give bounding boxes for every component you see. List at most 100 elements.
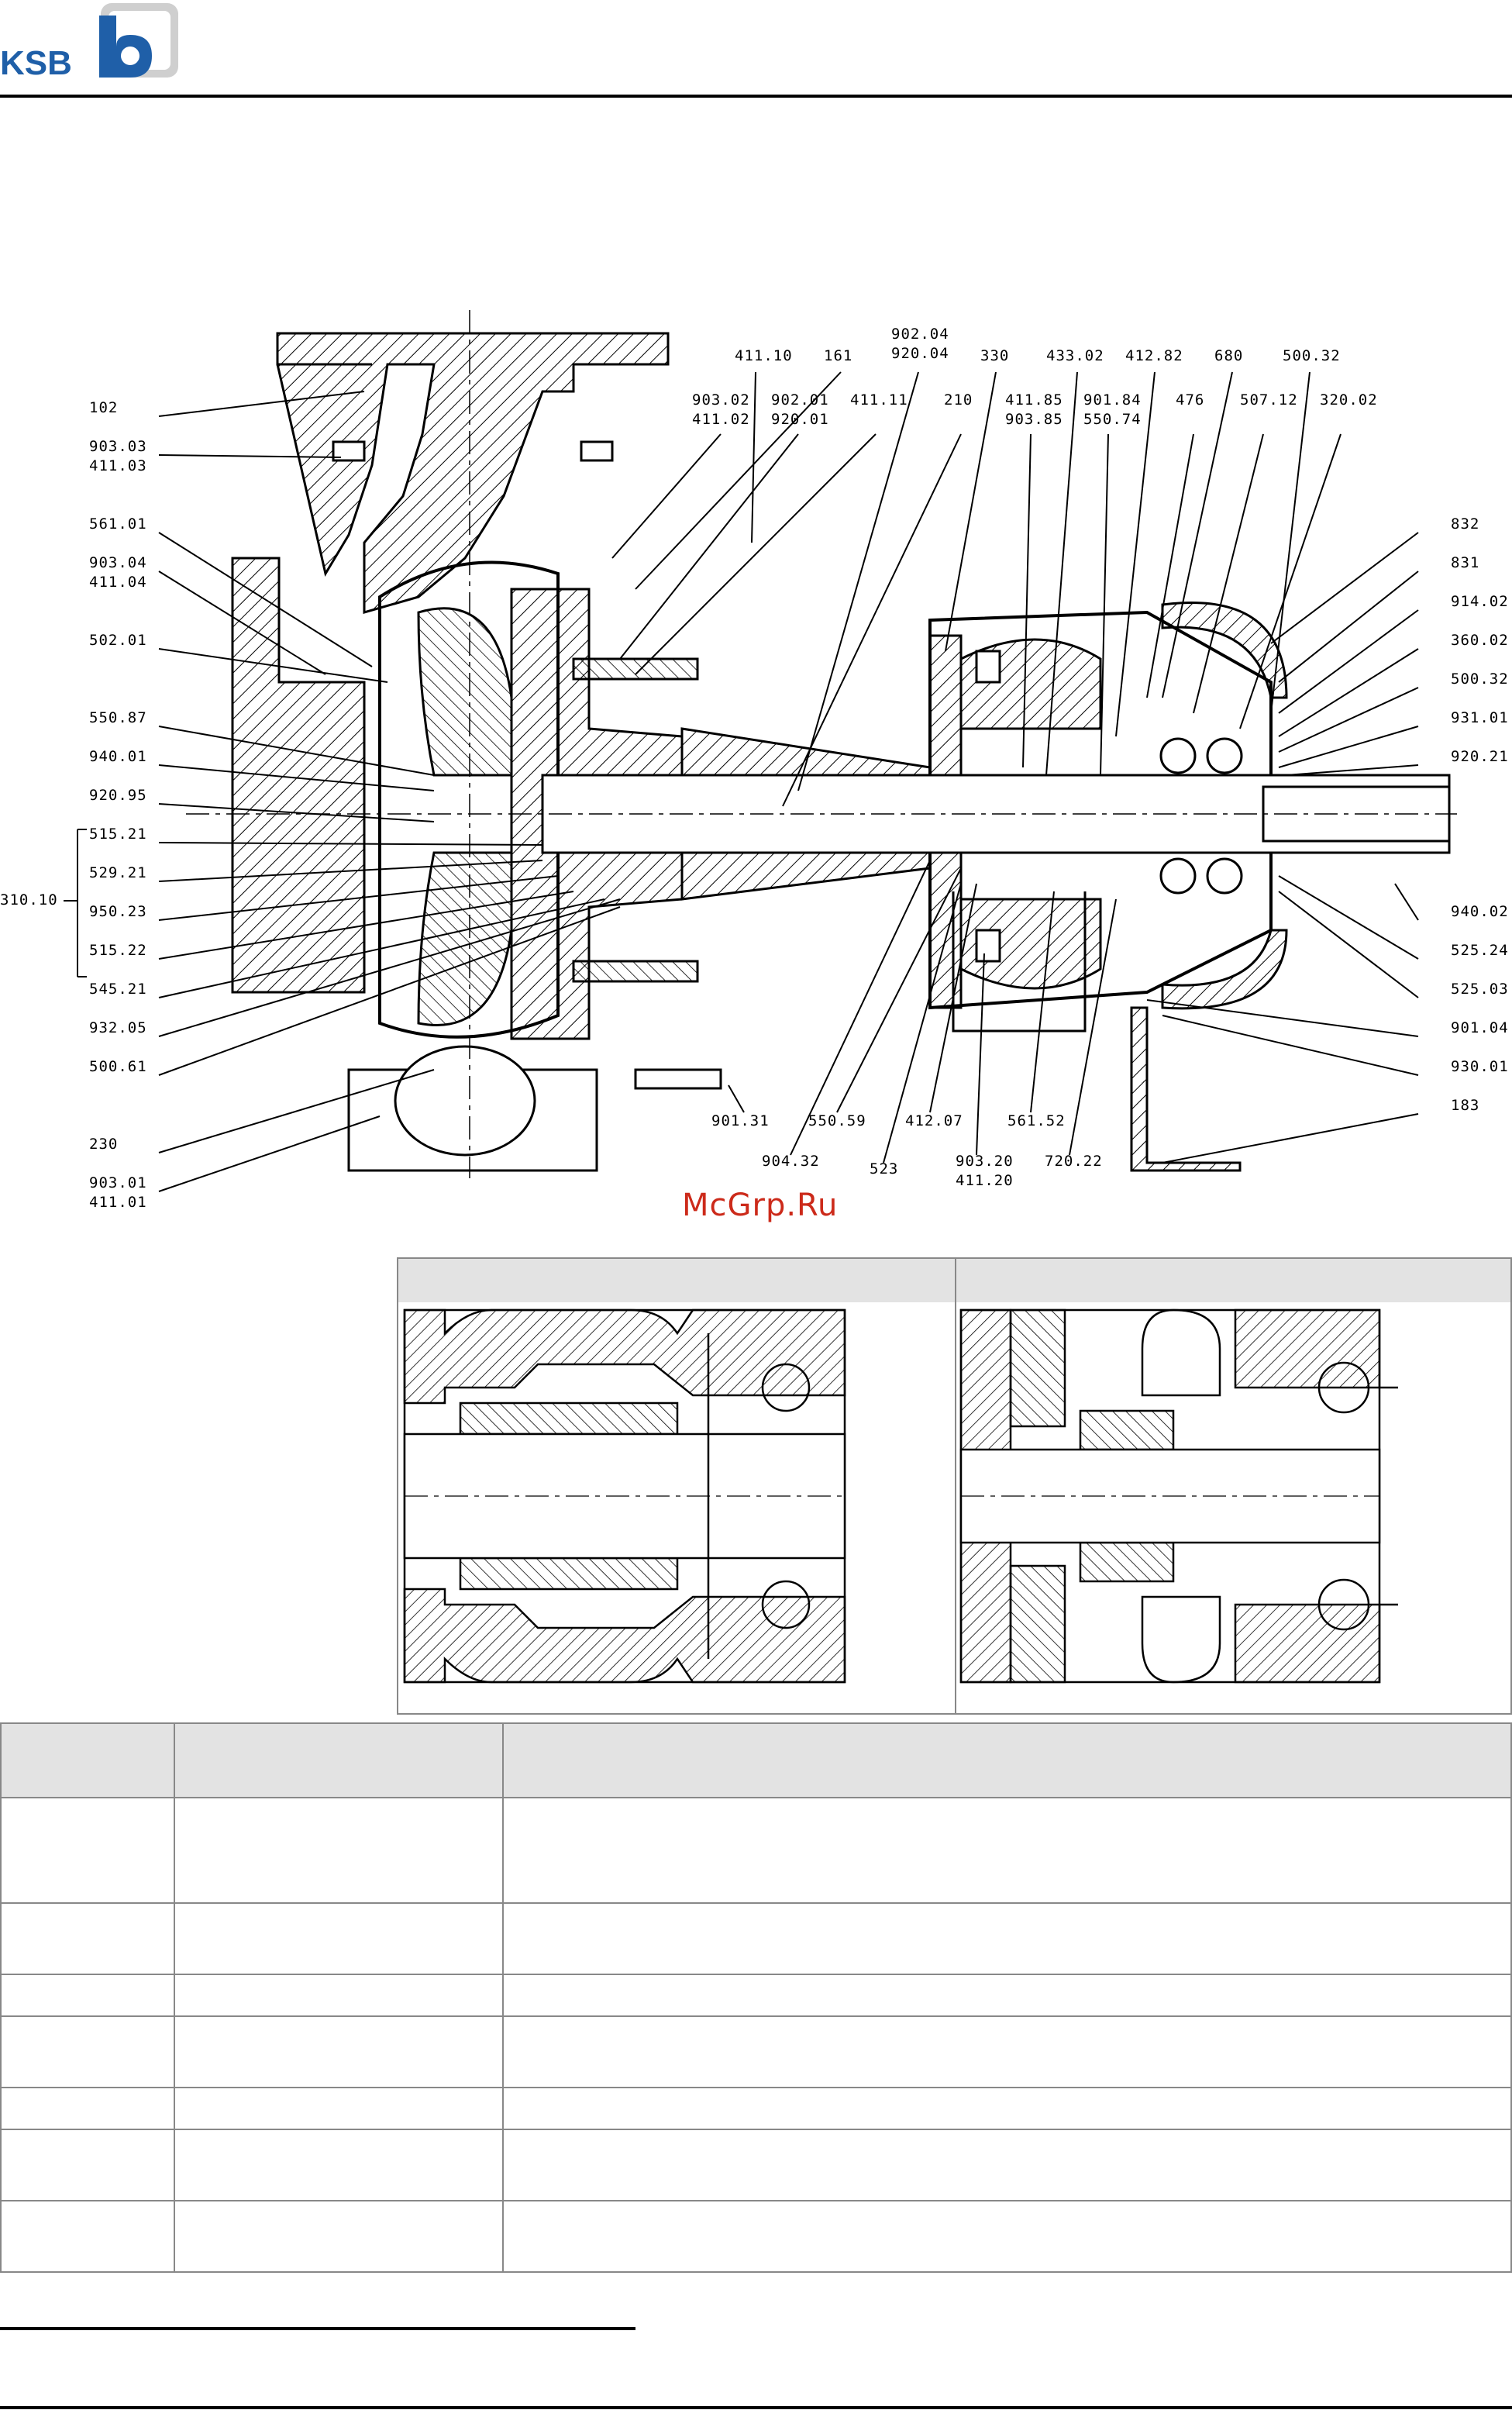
table-cell (502, 1797, 1512, 1904)
table-cell (502, 2015, 1512, 2088)
part-label: 500.61 (89, 1058, 147, 1075)
part-label: 680 (1214, 347, 1244, 364)
part-label: 561.01 (89, 515, 147, 533)
part-label: 161 (824, 347, 853, 364)
part-label: 525.03 (1451, 981, 1509, 998)
part-label: 210 (944, 391, 973, 409)
part-label: 904.32 (762, 1153, 820, 1170)
table-cell (502, 2200, 1512, 2273)
table-cell (174, 1902, 504, 1975)
part-label: 920.95 (89, 787, 147, 804)
table-header-cell (502, 1722, 1512, 1798)
pump-drawing-svg (64, 310, 1457, 1192)
part-label: 525.24 (1451, 942, 1509, 959)
part-label: 903.02 (692, 391, 750, 409)
part-label: 412.82 (1125, 347, 1183, 364)
part-label: 901.04 (1451, 1019, 1509, 1036)
part-label: 183 (1451, 1097, 1480, 1114)
detail-header-right (956, 1259, 1510, 1302)
part-label: 831 (1451, 554, 1480, 571)
part-label: 720.22 (1045, 1153, 1103, 1170)
part-label: 411.01 (89, 1194, 147, 1211)
ksb-logo-mark: KSB (0, 3, 178, 82)
part-label: 920.21 (1451, 748, 1509, 765)
watermark: McGrp.Ru (682, 1188, 839, 1223)
detail-header-left (398, 1259, 956, 1302)
part-label: 523 (870, 1160, 899, 1177)
part-label: 411.02 (692, 411, 750, 428)
part-label: 476 (1176, 391, 1205, 409)
footer-rule (0, 2406, 1512, 2409)
part-label: 940.02 (1451, 903, 1509, 920)
table-cell (0, 2129, 175, 2201)
part-label: 102 (89, 399, 119, 416)
part-label: 550.59 (808, 1112, 866, 1129)
part-label: 832 (1451, 515, 1480, 533)
part-label: 940.01 (89, 748, 147, 765)
table-header-cell (174, 1722, 504, 1798)
table-cell (0, 1797, 175, 1904)
part-label: 545.21 (89, 981, 147, 998)
part-label: 901.84 (1083, 391, 1142, 409)
logo-text: KSB (0, 44, 72, 82)
detail-views-box (397, 1257, 1512, 1715)
table-row (0, 1974, 1512, 2017)
group-label-310-10: 310.10 (0, 891, 58, 908)
part-label: 330 (980, 347, 1010, 364)
table-row (0, 1797, 1512, 1904)
table-cell (0, 1902, 175, 1975)
part-label: 950.23 (89, 903, 147, 920)
pump-sectional-drawing (0, 295, 1512, 1225)
part-label: 550.74 (1083, 411, 1142, 428)
part-label: 500.32 (1283, 347, 1341, 364)
part-label: 903.04 (89, 554, 147, 571)
table-cell (0, 1974, 175, 2017)
table-row (0, 2129, 1512, 2201)
header-rule (0, 95, 1512, 98)
part-label: 561.52 (1007, 1112, 1066, 1129)
table-cell (0, 2200, 175, 2273)
part-label: 902.01 (771, 391, 829, 409)
table-row (0, 1902, 1512, 1975)
part-label: 411.20 (956, 1172, 1014, 1189)
part-label: 515.21 (89, 826, 147, 843)
table-cell (174, 2015, 504, 2088)
table-row (0, 2200, 1512, 2273)
table-cell (174, 1797, 504, 1904)
table-cell (174, 2129, 504, 2201)
part-label: 529.21 (89, 864, 147, 881)
part-label: 515.22 (89, 942, 147, 959)
part-label: 903.03 (89, 438, 147, 455)
table-cell (502, 2087, 1512, 2130)
parts-table (0, 1722, 1512, 2273)
part-label: 411.10 (735, 347, 793, 364)
part-label: 433.02 (1046, 347, 1104, 364)
table-header-cell (0, 1722, 175, 1798)
part-label: 901.31 (711, 1112, 770, 1129)
part-label: 411.04 (89, 574, 147, 591)
part-label: 932.05 (89, 1019, 147, 1036)
table-cell (174, 2200, 504, 2273)
part-label: 902.04 (891, 326, 949, 343)
table-row (0, 2087, 1512, 2130)
detail-divider (955, 1302, 956, 1713)
part-label: 903.85 (1005, 411, 1063, 428)
part-label: 931.01 (1451, 709, 1509, 726)
part-label: 411.11 (850, 391, 908, 409)
part-label: 502.01 (89, 632, 147, 649)
table-cell (174, 1974, 504, 2017)
part-label: 360.02 (1451, 632, 1509, 649)
part-label: 930.01 (1451, 1058, 1509, 1075)
detail-drawings-svg (403, 1308, 1398, 1684)
part-label: 320.02 (1320, 391, 1378, 409)
table-cell (502, 2129, 1512, 2201)
part-label: 903.20 (956, 1153, 1014, 1170)
footnote-rule (0, 2327, 635, 2330)
part-label: 500.32 (1451, 671, 1509, 688)
part-label: 903.01 (89, 1174, 147, 1191)
part-label: 507.12 (1240, 391, 1298, 409)
part-label: 920.04 (891, 345, 949, 362)
part-label: 920.01 (771, 411, 829, 428)
part-label: 411.85 (1005, 391, 1063, 409)
part-label: 411.03 (89, 457, 147, 474)
